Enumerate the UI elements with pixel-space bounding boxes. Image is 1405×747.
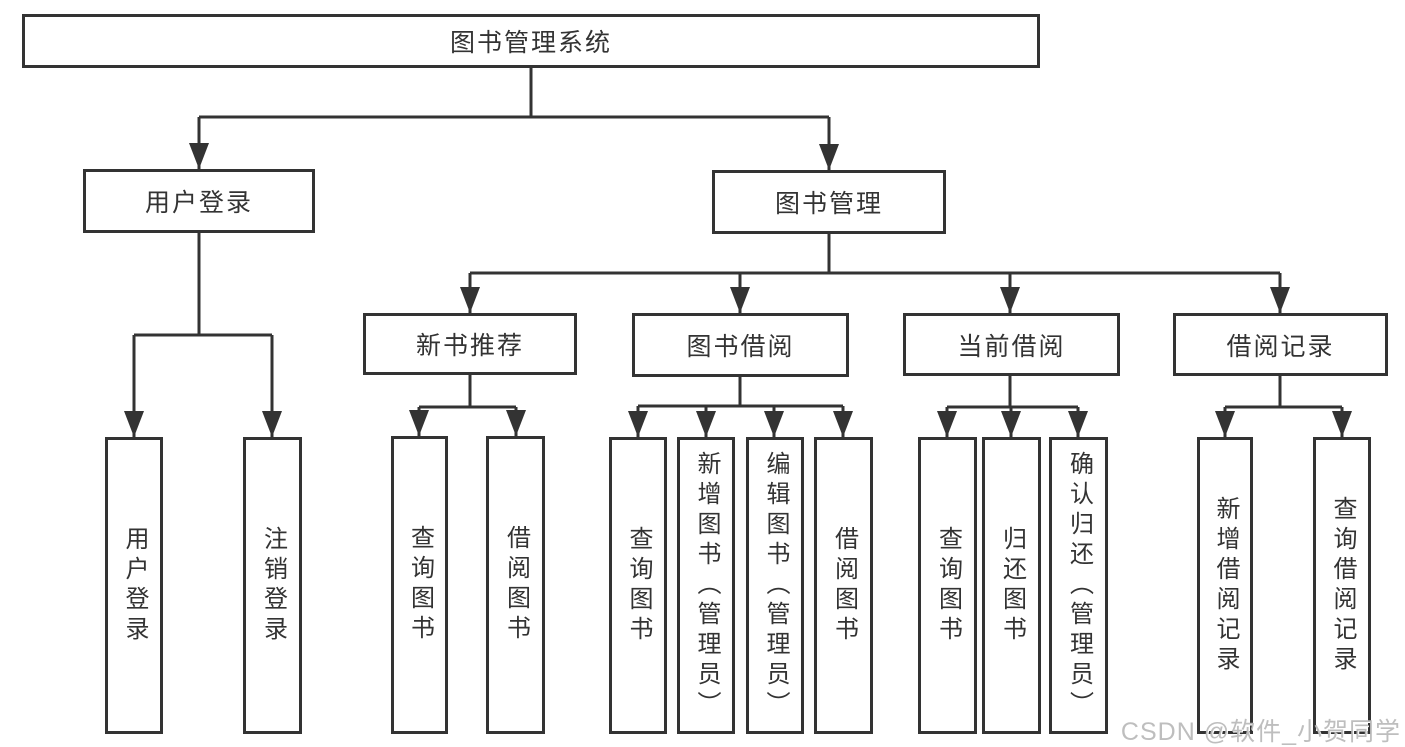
node-br-add-borrow-record: 新增借阅记录 bbox=[1197, 437, 1253, 734]
node-new-book-recommendation: 新书推荐 bbox=[363, 313, 577, 375]
node-borrowing-records: 借阅记录 bbox=[1173, 313, 1388, 376]
node-book-borrowing: 图书借阅 bbox=[632, 313, 849, 377]
node-rec-query-books: 查询图书 bbox=[391, 436, 448, 734]
node-cb-return-book: 归还图书 bbox=[982, 437, 1041, 734]
node-bb-edit-book-admin: 编辑图书（管理员） bbox=[746, 437, 804, 734]
node-bb-add-book-admin: 新增图书（管理员） bbox=[677, 437, 735, 734]
node-user-login: 用户登录 bbox=[83, 169, 315, 233]
node-cb-confirm-return-admin: 确认归还（管理员） bbox=[1049, 437, 1108, 734]
node-bb-query-books: 查询图书 bbox=[609, 437, 667, 734]
node-current-borrowing: 当前借阅 bbox=[903, 313, 1120, 376]
csdn-watermark: CSDN @软件_小贺同学 bbox=[1120, 718, 1401, 746]
node-library-system: 图书管理系统 bbox=[22, 14, 1040, 68]
node-cb-query-books: 查询图书 bbox=[918, 437, 977, 734]
node-book-management: 图书管理 bbox=[712, 170, 946, 234]
node-leaf-logout: 注销登录 bbox=[243, 437, 302, 734]
node-rec-borrow-books: 借阅图书 bbox=[486, 436, 545, 734]
node-bb-borrow-books: 借阅图书 bbox=[814, 437, 873, 734]
node-br-query-borrow-record: 查询借阅记录 bbox=[1313, 437, 1371, 734]
node-leaf-user-login: 用户登录 bbox=[105, 437, 163, 734]
